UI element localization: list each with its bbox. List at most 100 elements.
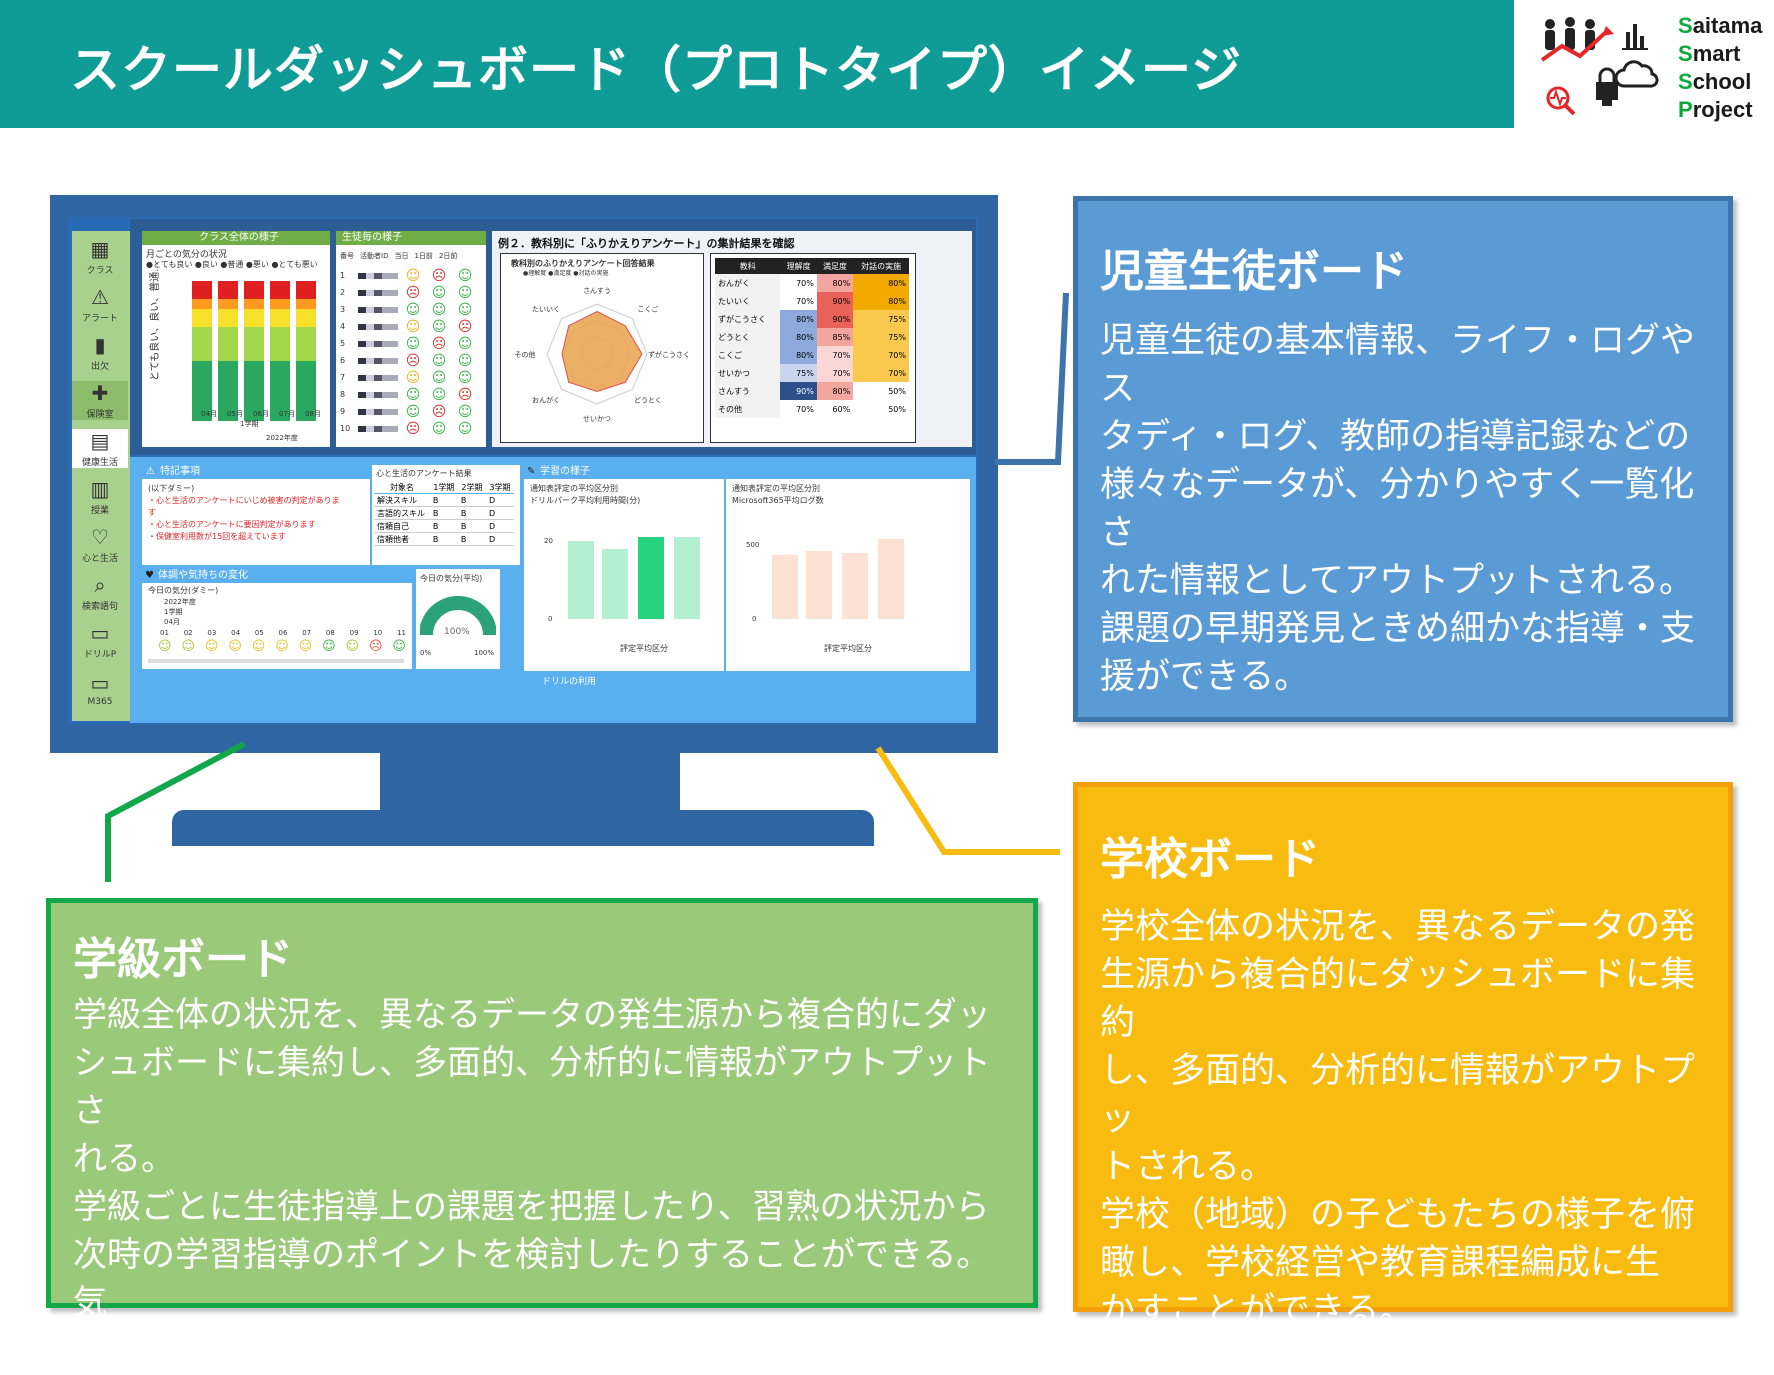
mood-face-icon: ☺ [431, 352, 447, 369]
day-label: 09 [349, 629, 359, 637]
mood-face-icon: ☺ [405, 318, 421, 335]
mood-face-icon: ☺ [457, 284, 473, 301]
mood-face-icon: ☹ [431, 335, 447, 352]
mood-bar-segment [218, 281, 238, 299]
mood-bar-segment [192, 309, 212, 327]
sidebar-item-health[interactable]: ▤健康生活 [72, 429, 128, 468]
sidebar-item-attendance[interactable]: ▮出欠 [72, 333, 128, 372]
student-number: 8 [340, 390, 346, 399]
table-row[interactable]: 8☺☺☹ [340, 386, 484, 403]
mood-face-icon: ☺ [405, 301, 421, 318]
sidebar-item-drill[interactable]: ▭ドリルP [83, 621, 117, 660]
scrollbar[interactable] [148, 659, 404, 663]
search-icon: ⌕ [94, 573, 106, 597]
table-cell: 70% [780, 400, 817, 418]
header-bar [0, 0, 1514, 128]
mood-face-icon: ☺ [457, 403, 473, 420]
mood-face-icon: ☺ [405, 386, 421, 403]
table-row[interactable]: 6☹☺☺ [340, 352, 484, 369]
mood-face-icon: ☺ [457, 352, 473, 369]
mood-face-icon: ☺ [405, 335, 421, 352]
table-cell: 85% [816, 328, 854, 346]
student-board-body: 児童生徒の基本情報、ライフ・ログやス タディ・ログ、教師の指導記録などの 様々な… [1100, 321, 1696, 697]
table-cell: 80% [816, 382, 854, 400]
mood-bar-segment [218, 361, 238, 421]
radar-axis-label: その他 [515, 350, 536, 359]
table-row[interactable]: 10☹☺☺ [340, 420, 484, 437]
table-row[interactable]: 2☹☺☺ [340, 284, 484, 301]
mood-face-icon: ☹ [457, 386, 473, 403]
day-label: 10 [373, 629, 383, 637]
page-title: スクールダッシュボード（プロトタイプ）イメージ [70, 41, 1242, 99]
sidebar-item-alert[interactable]: ⚠アラート [81, 285, 118, 324]
table-cell: 言語的スキル [374, 506, 430, 520]
table-row[interactable]: 5☺☹☺ [340, 335, 484, 352]
radar-axis-label: ずがこうさく [648, 350, 690, 359]
dashboard-screen: ▦クラス ⚠アラート ▮出欠 ✚保険室 ▤健康生活 ▥授業 ♡心と生活 ⌕検索語… [68, 217, 978, 724]
mood-face-icon: ☹ [405, 284, 421, 301]
day-label: 01 [160, 629, 169, 637]
mood-face-icon: ☺ [405, 267, 421, 284]
table-cell: 50% [853, 400, 909, 418]
table-cell: 70% [853, 346, 909, 364]
mood-face-icon: ☹ [405, 420, 421, 437]
radar-axis-label: せいかつ [583, 415, 611, 423]
school-board-body: 学校全体の状況を、異なるデータの発 生源から複合的にダッシュボードに集約 し、多… [1100, 907, 1696, 1331]
masked-id [358, 391, 398, 398]
sidebar-item-mind[interactable]: ♡心と生活 [81, 525, 118, 564]
mood-change-panel: 体調や気持ちの変化 ♥ 今日の気分(ダミー) 2022年度 1学期 04月 01… [142, 569, 412, 669]
masked-id [358, 272, 398, 279]
table-cell: 50% [853, 382, 909, 400]
student-number: 4 [340, 322, 346, 331]
student-board-title: 児童生徒ボード [1100, 246, 1408, 297]
student-number: 10 [340, 424, 351, 433]
heart-icon: ♥ [145, 570, 154, 581]
table-cell: 90% [816, 310, 854, 328]
sidebar-item-search-words[interactable]: ⌕検索語句 [81, 573, 118, 612]
table-cell: B [429, 493, 458, 507]
table-row[interactable]: 1☺☹☺ [340, 267, 484, 284]
sidebar-item-m365[interactable]: ▭M365 [87, 671, 113, 707]
table-cell: 90% [780, 382, 817, 400]
student-board-callout: 児童生徒ボード 児童生徒の基本情報、ライフ・ログやス タディ・ログ、教師の指導記… [1073, 196, 1733, 722]
mood-face-icon: ☺ [431, 301, 447, 318]
table-cell: 80% [780, 328, 817, 346]
table-cell: B [457, 519, 486, 533]
table-cell: 信頼自己 [374, 519, 430, 533]
table-cell: 80% [853, 274, 909, 292]
table-cell: D [485, 519, 514, 533]
masked-id [358, 357, 398, 364]
student-number: 2 [340, 288, 346, 297]
table-cell: D [485, 493, 514, 507]
table-cell: こくご [715, 346, 781, 364]
mood-face-icon: ☺ [251, 639, 266, 654]
sidebar-item-nurse-room[interactable]: ✚保険室 [72, 381, 128, 420]
table-row[interactable]: 7☺☺☺ [340, 369, 484, 386]
mood-bar-segment [244, 327, 264, 361]
masked-id [358, 323, 398, 330]
table-row[interactable]: 9☺☹☺ [340, 403, 484, 420]
day-label: 04 [231, 629, 241, 637]
mood-bar-segment [296, 309, 316, 327]
sidebar-item-lesson[interactable]: ▥授業 [72, 477, 128, 516]
table-cell: D [485, 506, 514, 520]
table-row[interactable]: 3☺☺☺ [340, 301, 484, 318]
table-row[interactable]: 4☺☺☹ [340, 318, 484, 335]
sidebar-item-class[interactable]: ▦クラス [86, 237, 114, 276]
table-cell: その他 [715, 400, 781, 418]
table-cell: B [429, 532, 458, 546]
mood-face-icon: ☺ [298, 639, 313, 654]
